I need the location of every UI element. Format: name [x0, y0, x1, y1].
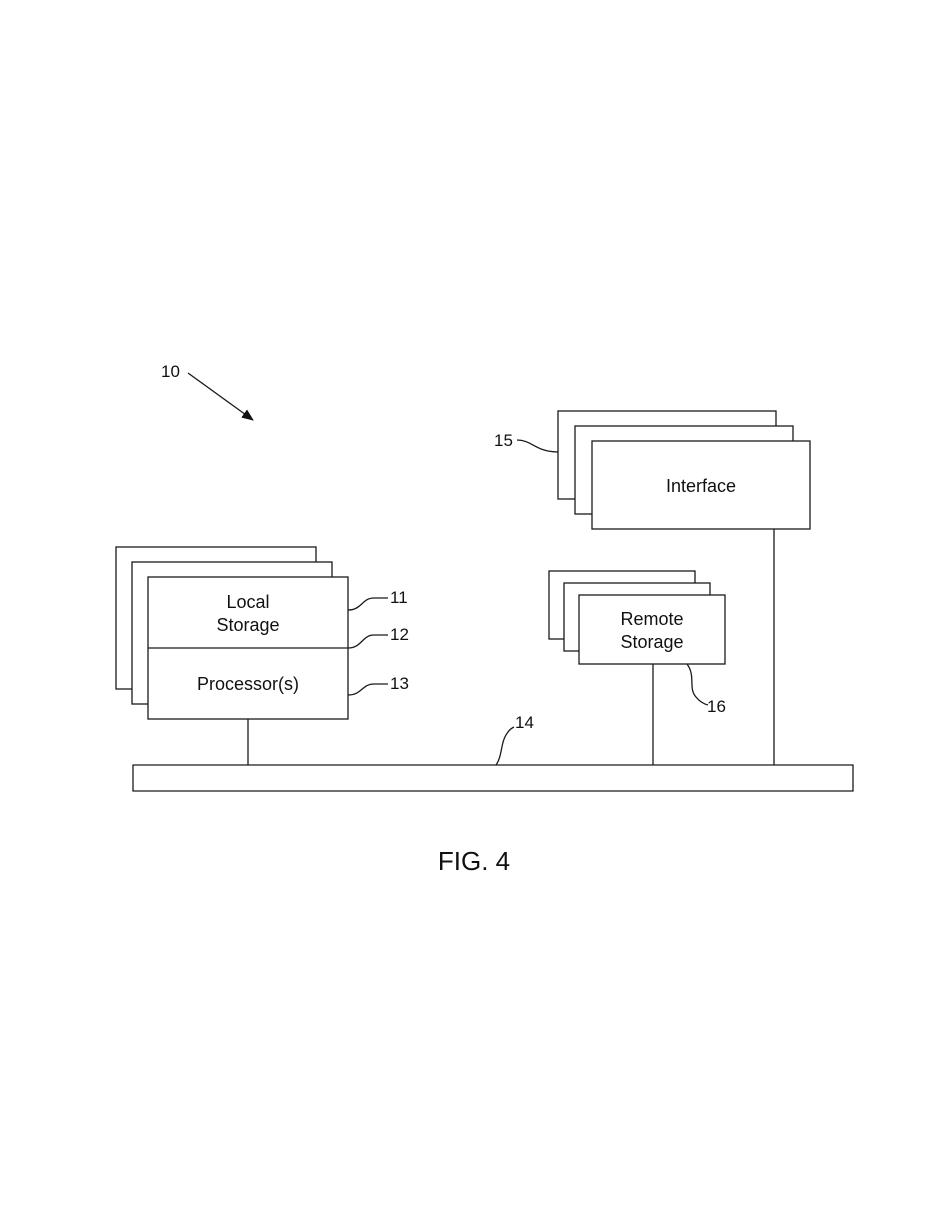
local-storage-label-line1: Local — [226, 592, 269, 612]
leader-15 — [517, 440, 558, 452]
leader-11 — [348, 598, 388, 610]
leader-14 — [496, 727, 514, 765]
network-bus — [133, 765, 853, 791]
remote-storage-stack: Remote Storage — [549, 571, 725, 664]
figure-caption: FIG. 4 — [438, 846, 510, 876]
leader-12 — [348, 635, 388, 648]
ref-label-13: 13 — [390, 674, 409, 693]
ref-label-16: 16 — [707, 697, 726, 716]
local-storage-label-line2: Storage — [216, 615, 279, 635]
ref-label-10: 10 — [161, 362, 180, 381]
local-node-stack: Local Storage Processor(s) — [116, 547, 348, 719]
ref-label-11: 11 — [390, 588, 408, 607]
leader-16 — [687, 664, 708, 705]
ref-label-15: 15 — [494, 431, 513, 450]
ref-label-14: 14 — [515, 713, 534, 732]
leader-13 — [348, 684, 388, 695]
ref-label-12: 12 — [390, 625, 409, 644]
system-arrow — [188, 373, 253, 420]
remote-storage-front-card — [579, 595, 725, 664]
interface-label: Interface — [666, 476, 736, 496]
processor-label: Processor(s) — [197, 674, 299, 694]
interface-stack: Interface — [558, 411, 810, 529]
remote-storage-label-line2: Storage — [620, 632, 683, 652]
remote-storage-label-line1: Remote — [620, 609, 683, 629]
